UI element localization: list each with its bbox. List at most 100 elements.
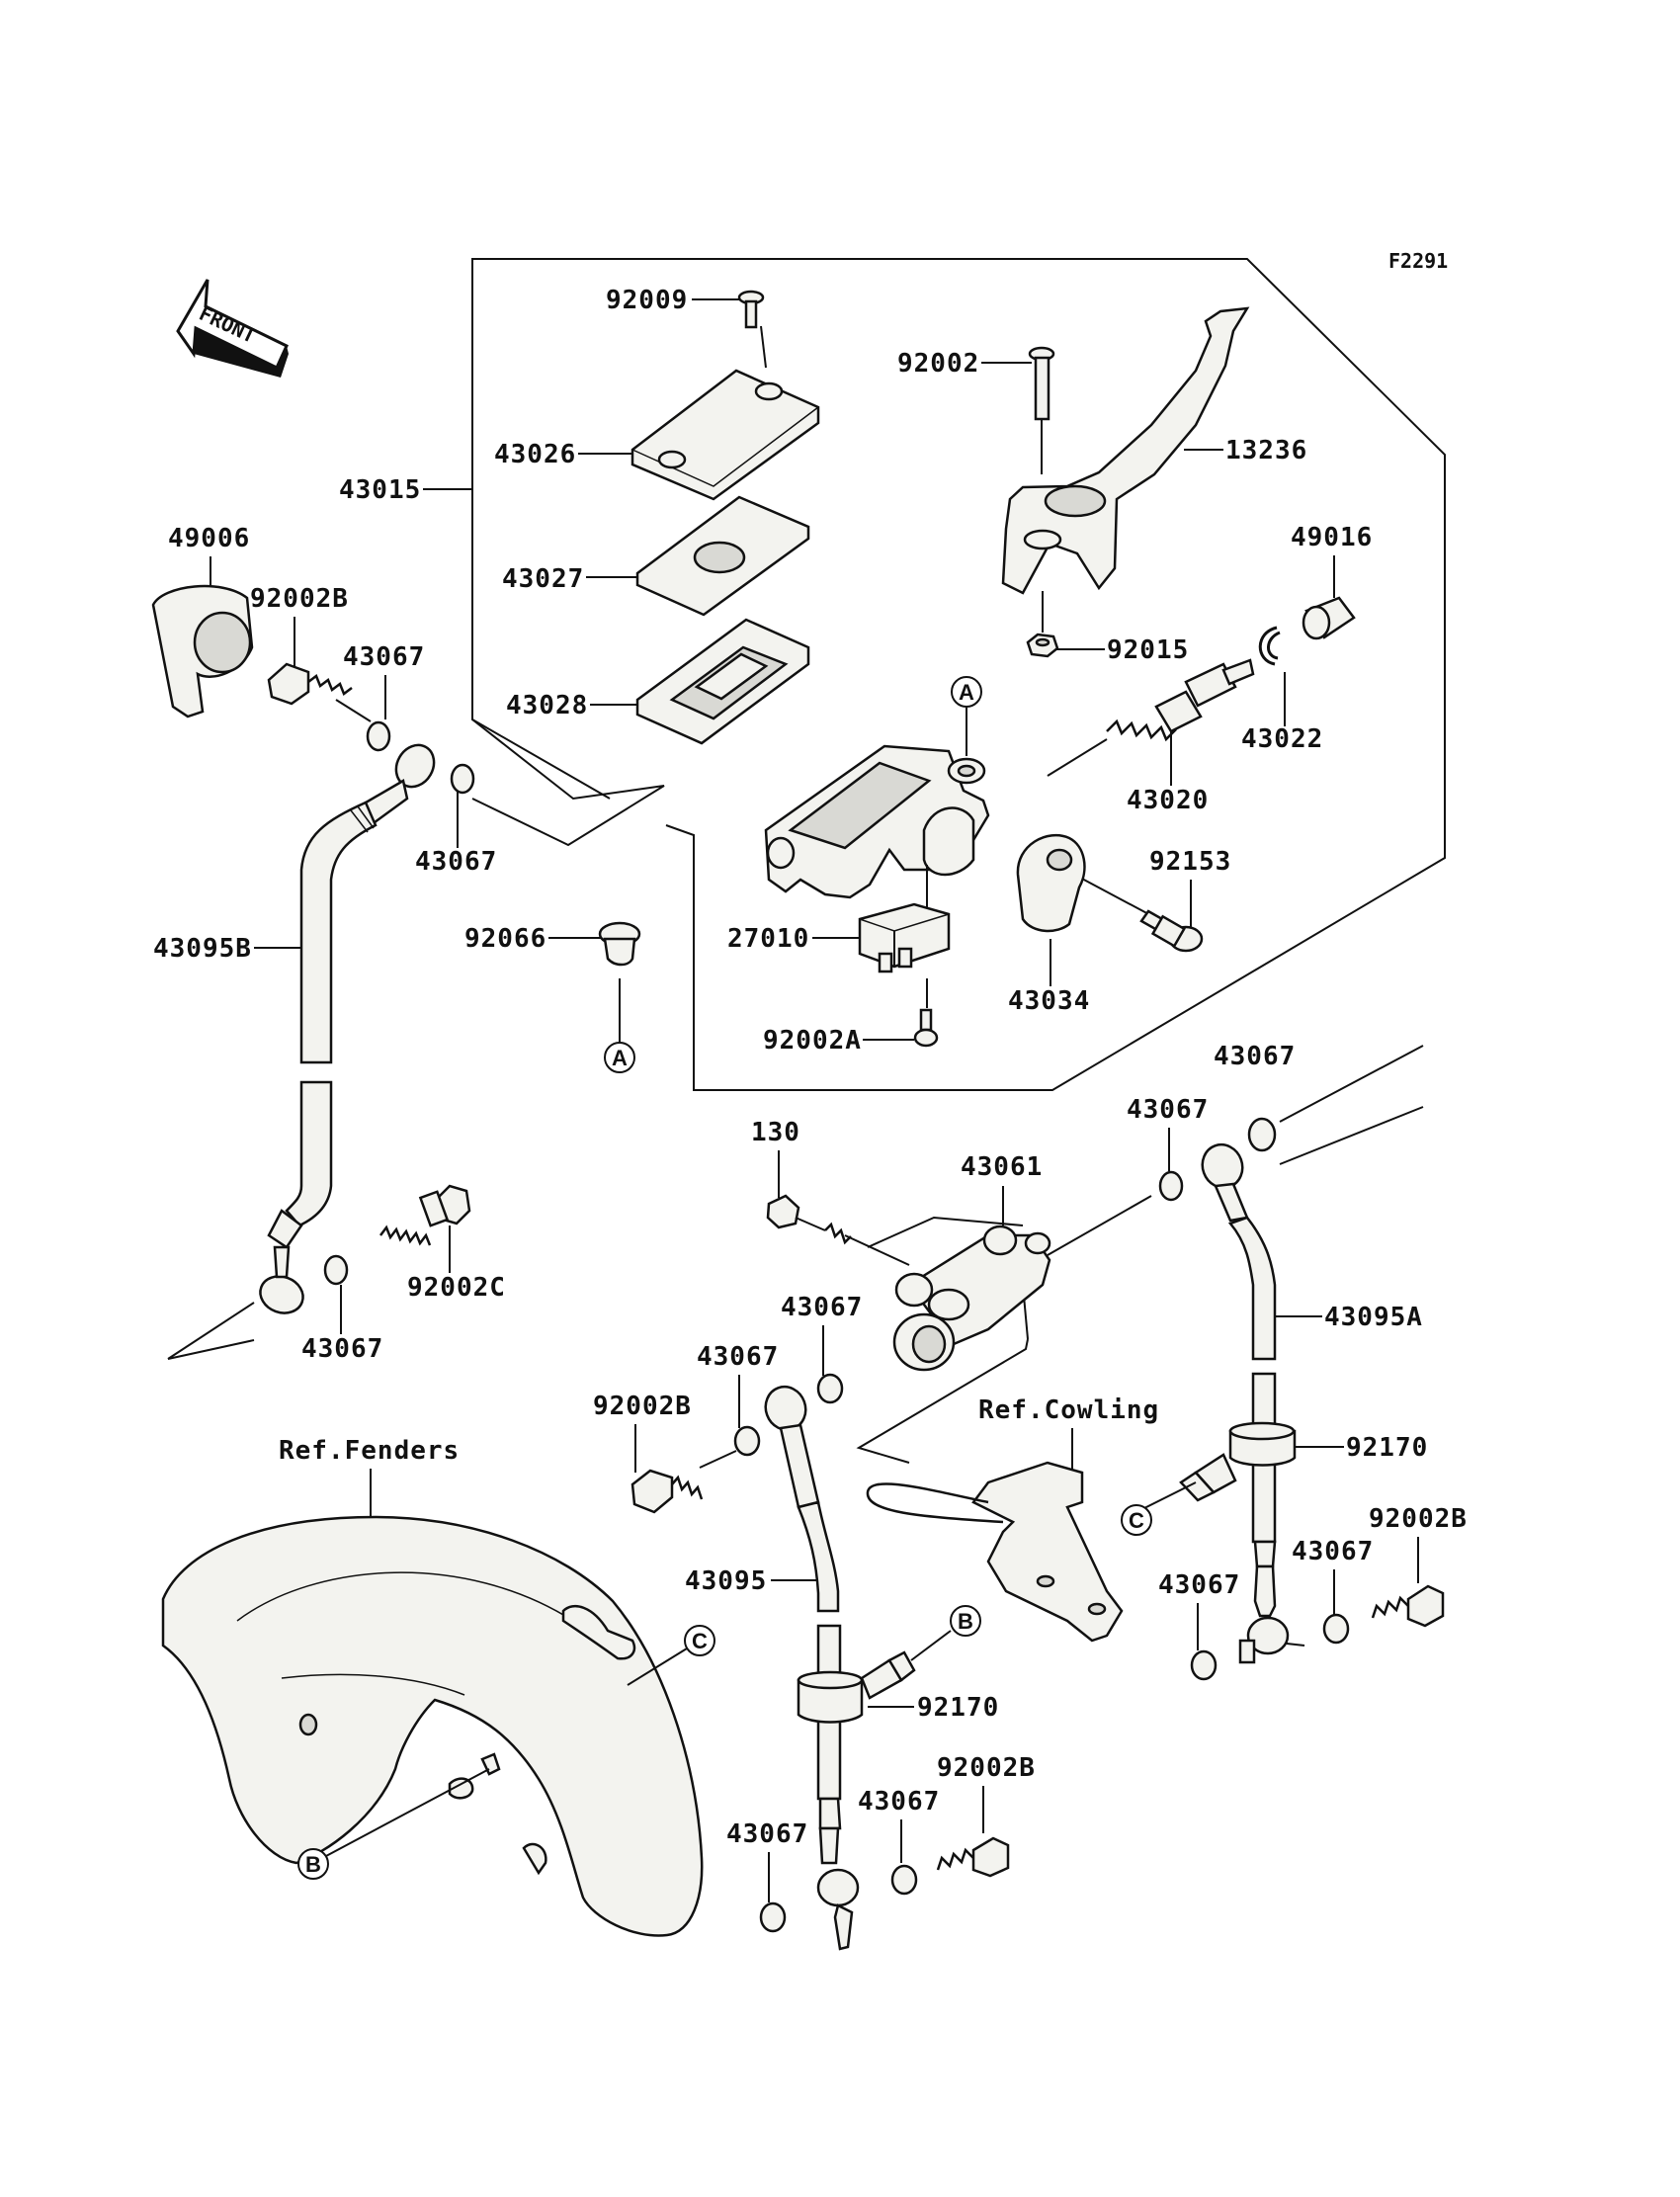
brake-light-switch-27010-icon <box>858 902 951 1008</box>
brake-hose-43095B-icon <box>167 743 436 1360</box>
label-43028: 43028 <box>506 691 588 720</box>
marker-c-right: C <box>1121 1504 1152 1536</box>
leader-43067-e <box>1279 1045 1424 1123</box>
label-92009: 92009 <box>606 286 688 315</box>
cowling-bracket-icon <box>866 1461 1124 1643</box>
circlip-43022-icon <box>1258 626 1281 666</box>
washer-43067-b-icon <box>450 763 475 795</box>
label-49016: 49016 <box>1291 523 1373 552</box>
front-fender-icon <box>161 1515 704 1937</box>
washer-43067-h-icon <box>1322 1613 1350 1645</box>
brake-hose-43095-icon <box>764 1385 860 1951</box>
ref-fenders-label: Ref.Fenders <box>279 1436 460 1466</box>
washer-43067-a-icon <box>366 720 391 752</box>
brake-hose-43095A-icon <box>1201 1142 1305 1664</box>
washer-43067-j-icon <box>890 1864 918 1896</box>
joint-43061-icon <box>856 1195 1152 1464</box>
front-arrow-icon: FRONT <box>176 279 289 378</box>
label-43067-g: 43067 <box>697 1342 779 1372</box>
label-43095: 43095 <box>685 1566 767 1596</box>
label-92002A: 92002A <box>763 1026 862 1056</box>
label-43067-j: 43067 <box>858 1787 940 1817</box>
washer-43067-c-icon <box>323 1254 349 1286</box>
label-130: 130 <box>751 1118 800 1147</box>
label-92015: 92015 <box>1107 635 1189 665</box>
bolt-130-icon <box>766 1194 910 1266</box>
label-43067-e: 43067 <box>1214 1042 1296 1071</box>
label-43034: 43034 <box>1008 986 1090 1016</box>
screw-92009-icon <box>737 290 767 369</box>
svg-text:A: A <box>612 1046 628 1070</box>
label-27010: 27010 <box>727 924 809 954</box>
marker-c-fender: C <box>627 1625 715 1686</box>
label-43095B: 43095B <box>153 934 252 964</box>
label-43067-a: 43067 <box>343 642 425 672</box>
svg-text:C: C <box>1129 1508 1144 1533</box>
banjo-bolt-92002B-bot-icon <box>936 1836 1010 1878</box>
ref-cowling-label: Ref.Cowling <box>978 1395 1159 1425</box>
holder-clamp-43034-icon <box>1016 833 1086 933</box>
banjo-bolt-92002B-mid-icon <box>630 1450 737 1514</box>
banjo-bolt-92002C-icon <box>379 1184 471 1246</box>
label-49006: 49006 <box>168 524 250 553</box>
label-92002: 92002 <box>897 349 979 379</box>
banjo-cover-49006-icon <box>151 584 254 718</box>
label-43027: 43027 <box>502 564 584 594</box>
label-43067-b: 43067 <box>415 847 497 877</box>
screw-92002A-icon <box>913 1008 939 1048</box>
label-43067-h: 43067 <box>1292 1537 1374 1566</box>
marker-b-fender: B <box>297 1768 490 1880</box>
label-43061: 43061 <box>961 1152 1043 1182</box>
label-43022: 43022 <box>1241 724 1323 754</box>
banjo-bolt-92002B-r-icon <box>1371 1584 1445 1628</box>
hose-clamp-92170-l-icon <box>797 1630 952 1724</box>
label-92002C: 92002C <box>407 1273 506 1303</box>
label-43015: 43015 <box>339 475 421 505</box>
washer-43067-d-icon <box>1158 1170 1184 1202</box>
banjo-bolt-92002B-top-icon <box>267 662 372 722</box>
label-92002B-top: 92002B <box>250 584 349 614</box>
label-43067-k: 43067 <box>726 1819 808 1849</box>
label-92002B-mid: 92002B <box>593 1392 692 1421</box>
label-92170-l: 92170 <box>917 1693 999 1723</box>
nut-92015-icon <box>1026 633 1059 658</box>
washer-43067-k-icon <box>759 1901 787 1933</box>
marker-a-bottom: A <box>604 1042 635 1073</box>
washer-43067-f-icon <box>816 1373 844 1404</box>
washer-43067-e-icon <box>1247 1117 1277 1152</box>
svg-text:C: C <box>692 1629 708 1653</box>
diaphragm-plate-43027-icon <box>635 495 810 617</box>
marker-b-center: B <box>950 1605 981 1637</box>
washer-43067-i-icon <box>1190 1649 1218 1681</box>
label-43095A: 43095A <box>1324 1303 1423 1332</box>
pivot-bolt-92002-icon <box>1028 346 1055 474</box>
label-43067-c: 43067 <box>301 1334 383 1364</box>
label-13236: 13236 <box>1225 436 1307 465</box>
label-92002B-bot: 92002B <box>937 1753 1036 1783</box>
master-cylinder-body-icon <box>764 744 990 914</box>
clamp-bolt-92153-icon <box>1064 869 1204 953</box>
hose-clamp-92170-r-icon <box>1135 1421 1297 1513</box>
master-cylinder-group-inner <box>471 718 665 847</box>
svg-text:B: B <box>958 1609 973 1634</box>
svg-text:B: B <box>305 1852 321 1877</box>
label-92002B-r: 92002B <box>1369 1504 1468 1534</box>
label-43026: 43026 <box>494 440 576 469</box>
cap-92066-icon <box>598 921 641 1043</box>
svg-text:A: A <box>959 680 974 705</box>
label-43067-i: 43067 <box>1158 1570 1240 1600</box>
brake-lever-13236-icon <box>1001 306 1250 633</box>
washer-43067-g-icon <box>733 1425 761 1457</box>
label-92170-r: 92170 <box>1346 1433 1428 1463</box>
label-92066: 92066 <box>464 924 546 954</box>
piston-assy-43020-icon <box>1047 658 1255 777</box>
label-43067-f: 43067 <box>781 1293 863 1322</box>
marker-a-top: A <box>951 676 982 756</box>
leader-43067-e2 <box>1279 1106 1424 1165</box>
label-92153: 92153 <box>1149 847 1231 877</box>
dust-boot-49016-icon <box>1302 596 1356 640</box>
reservoir-cap-43026-icon <box>630 369 820 501</box>
diagram-code: F2291 <box>1388 249 1448 273</box>
diaphragm-43028-icon <box>635 618 810 745</box>
